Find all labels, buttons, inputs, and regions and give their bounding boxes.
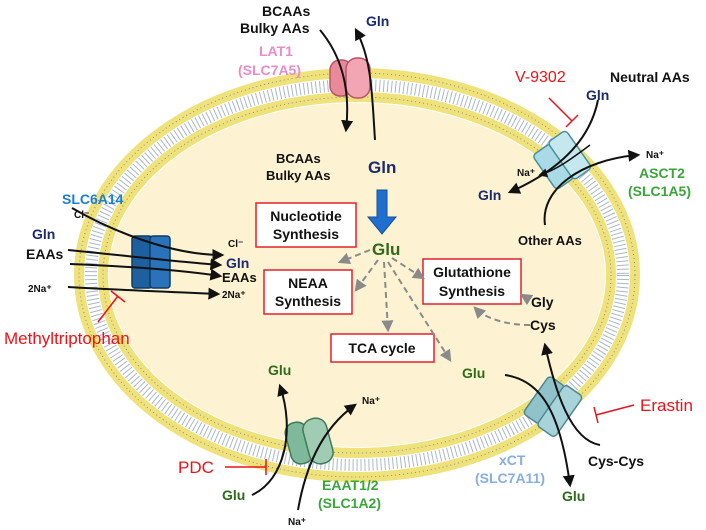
eaat-na-in: Na⁺: [362, 396, 380, 407]
pdc-label: PDC: [178, 458, 214, 477]
erastin-label: Erastin: [640, 396, 693, 415]
xct-cyscys-out: Cys-Cys: [588, 453, 644, 469]
cell-membrane: [74, 68, 640, 482]
tca-cycle-box: TCA cycle: [330, 333, 435, 363]
eaat-gene: (SLC1A2): [318, 495, 381, 511]
asct2-neutral-aas: Neutral AAs: [610, 69, 690, 85]
lat1-inside-bcaas: BCAAs: [276, 151, 321, 166]
asct2-other-aas: Other AAs: [518, 233, 582, 248]
slc6a14-gln-out: Gln: [32, 226, 55, 242]
asct2-outside-gln: Gln: [586, 87, 609, 103]
methyltryptophan-label: Methyltriptophan: [4, 329, 130, 348]
asct2-inside-gln: Gln: [478, 187, 501, 203]
slc6a14-cl-out: Cl⁻: [74, 210, 89, 221]
lat1-transporter: [319, 27, 376, 141]
xct-name: xCT: [499, 452, 526, 468]
asct2-name: ASCT2: [639, 165, 685, 181]
v9302-inhibitor-line: [548, 97, 579, 128]
xct-glu-out: Glu: [562, 488, 585, 504]
svg-text:Synthesis: Synthesis: [275, 293, 341, 309]
slc6a14-name: SLC6A14: [62, 191, 124, 207]
lat1-outside-gln: Gln: [366, 13, 389, 29]
slc6a14-transporter: [67, 207, 225, 300]
slc6a14-na-out: 2Na⁺: [28, 284, 52, 295]
cytoplasm: [109, 103, 605, 447]
svg-text:Synthesis: Synthesis: [439, 283, 505, 299]
eaat-glu-in: Glu: [268, 362, 291, 378]
lat1-inside-gln: Gln: [368, 158, 396, 177]
asct2-na-in: Na⁺: [517, 168, 535, 179]
svg-text:Synthesis: Synthesis: [273, 226, 339, 242]
svg-text:NEAA: NEAA: [288, 275, 328, 291]
svg-text:Glutathione: Glutathione: [433, 264, 511, 280]
slc6a14-na-in: 2Na⁺: [222, 290, 246, 301]
slc6a14-gln-in: Gln: [226, 255, 249, 271]
xct-cys-in: Cys: [530, 317, 556, 333]
asct2-transporter: [507, 99, 641, 226]
erastin-inhibitor-line: [593, 404, 635, 424]
asct2-na-out: Na⁺: [646, 150, 664, 161]
nucleotide-synthesis-box: Nucleotide Synthesis: [255, 202, 357, 248]
gly-label: Gly: [531, 294, 554, 310]
slc6a14-eaas-out: EAAs: [26, 246, 64, 262]
glutathione-synthesis-box: Glutathione Synthesis: [422, 258, 522, 305]
lat1-name: LAT1: [259, 43, 293, 59]
lat1-inside-bulky: Bulky AAs: [266, 168, 331, 183]
lat1-outside-bcaas: BCAAs: [262, 3, 310, 19]
slc6a14-cl-in: Cl⁻: [228, 239, 243, 250]
xct-transporter: [504, 342, 601, 488]
eaat-transporter: [251, 383, 357, 511]
lat1-gene: (SLC7A5): [238, 62, 301, 78]
v9302-label: V-9302: [515, 69, 566, 86]
eaat-na-out: Na⁺: [288, 517, 306, 528]
svg-text:Nucleotide: Nucleotide: [270, 208, 342, 224]
gln-to-glu-arrow: [366, 189, 398, 235]
glu-center-label: Glu: [372, 240, 400, 259]
methyltryptophan-inhibitor-line: [97, 290, 126, 323]
metabolic-flow-arrows: [337, 249, 534, 363]
slc6a14-eaas-in: EAAs: [222, 270, 257, 285]
lat1-outside-bulky: Bulky AAs: [240, 20, 310, 36]
neaa-synthesis-box: NEAA Synthesis: [263, 269, 353, 315]
xct-glu-in: Glu: [462, 365, 485, 381]
eaat-glu-out: Glu: [222, 487, 245, 503]
xct-gene: (SLC7A11): [475, 470, 545, 486]
pdc-inhibitor-line: [225, 459, 267, 475]
eaat-name: EAAT1/2: [322, 477, 379, 493]
asct2-gene: (SLC1A5): [628, 183, 691, 199]
svg-text:TCA cycle: TCA cycle: [348, 340, 415, 356]
